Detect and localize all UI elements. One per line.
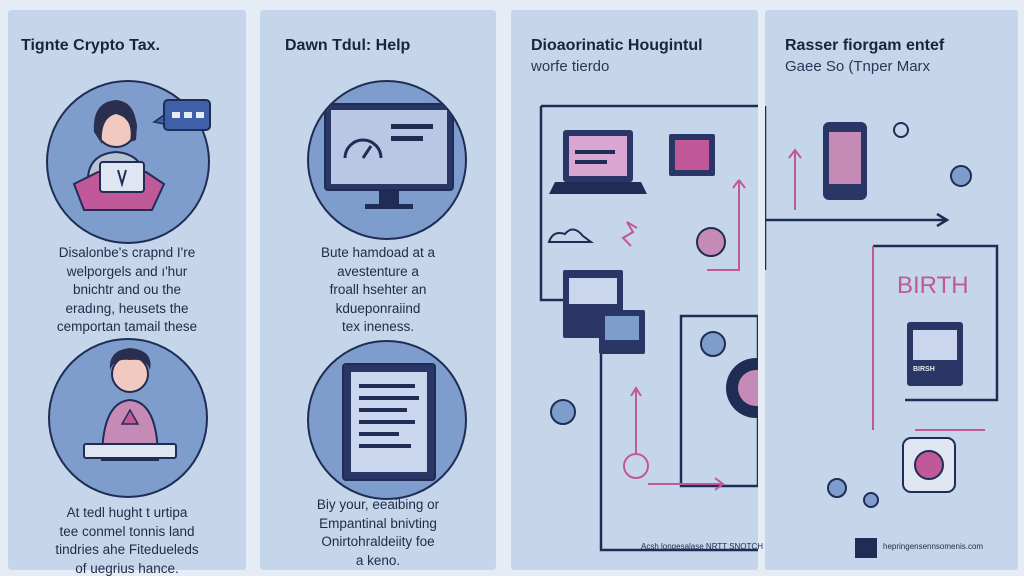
crypto-tax-panel: Tignte Crypto Tax. Disalonbe's crapnd I'…: [8, 10, 246, 576]
flow-diagram: [539, 104, 758, 552]
document-stack-icon: [563, 270, 645, 354]
gear-icon: [700, 331, 758, 418]
woman-laptop-icon: [72, 100, 166, 211]
laptop-icon: [549, 130, 647, 194]
woman-laptop-illustration: [46, 80, 210, 244]
website-footer: hepringensennsomenis.com: [883, 542, 984, 551]
panel-body-1: Bute hamdoad at a avestenture a froall h…: [320, 245, 436, 334]
document-icon: [342, 363, 436, 481]
cash-icon: [669, 134, 715, 176]
tool-help-panel: Dawn Tdul: Help Bute hamdoad at a aveste…: [260, 10, 496, 570]
chat-bubble-icon: [152, 99, 211, 131]
cloud-icon: [547, 228, 594, 243]
panel-title: Rasser fiorgam entef: [785, 37, 945, 54]
diagram-footer: Acsh longesalase NRTT SNOTCH: [641, 542, 763, 551]
panel-subtitle: worfe tierdo: [531, 58, 610, 75]
monitor-illustration: [307, 80, 467, 240]
clock-icon: [827, 122, 972, 508]
panel-title: Dioaorinatic Hougintul: [531, 37, 703, 54]
monitor-icon: [324, 103, 454, 209]
panel-body-1: Disalonbe's crapnd I're welporgels and ı…: [56, 245, 198, 334]
phone-icon: [823, 122, 867, 200]
birth-sign: BIRTH: [897, 272, 969, 299]
program-panel: Rasser fiorgam entef Gaee So (Tnper Marx…: [765, 10, 1018, 570]
panel-title: Tignte Crypto Tax.: [21, 37, 160, 54]
badge-icon: [907, 322, 963, 386]
flow-diagram-panel: Dioaorinatic Hougintul worfe tierdo: [511, 10, 763, 570]
flow-diagram-right: [765, 106, 999, 558]
document-illustration: [307, 340, 467, 500]
panel-body-2: Biy your, eeaibing or Empantinal bnivtin…: [316, 497, 440, 568]
panel-title: Dawn Tdul: Help: [285, 37, 411, 54]
coin-icon: [902, 437, 956, 493]
man-laptop-icon: [83, 348, 177, 461]
man-laptop-illustration: [48, 338, 208, 498]
panel-subtitle: Gaee So (Tnper Marx: [785, 58, 931, 75]
panel-body-2: At tedl hught t urtipa tee conmel tonnis…: [55, 505, 199, 576]
badge-label: BIRSH: [913, 366, 935, 373]
